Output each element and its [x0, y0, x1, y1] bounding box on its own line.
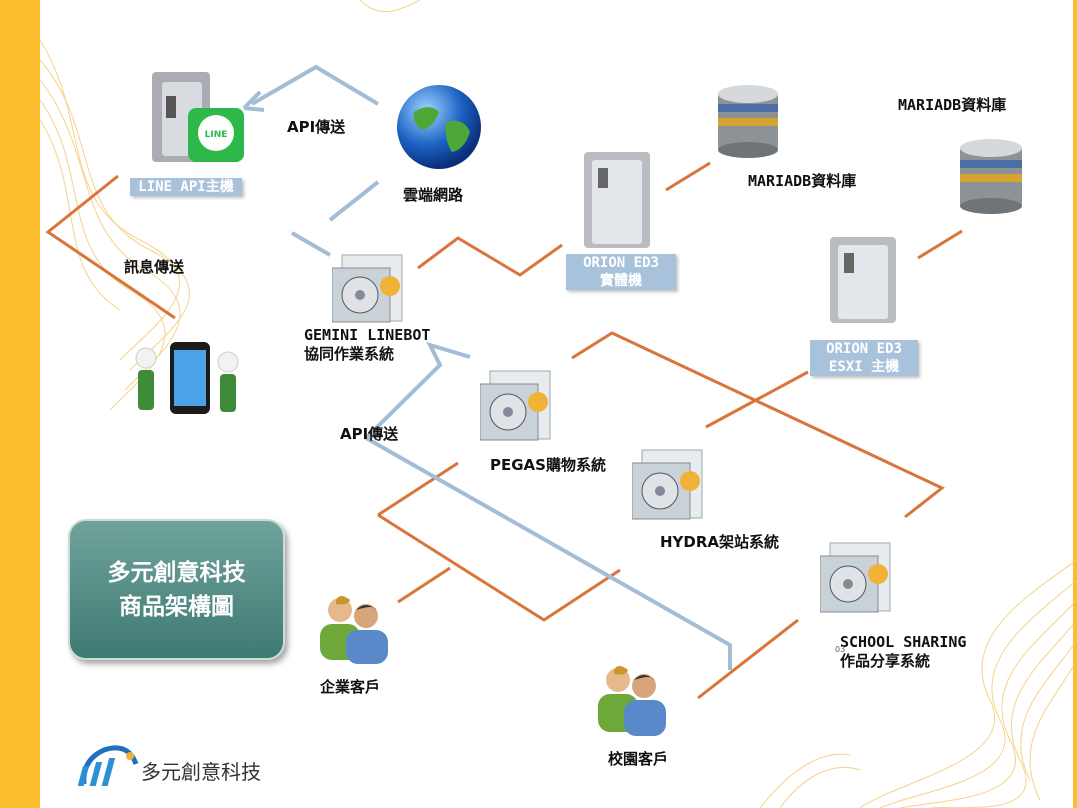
- school-label-line2: 作品分享系統: [840, 652, 931, 670]
- globe-icon: [394, 82, 484, 176]
- orion-esxi-server-icon: [830, 237, 900, 331]
- orion-physical-label-line1: ORION ED3: [583, 255, 659, 271]
- cloud-network-label: 雲端網路: [403, 186, 464, 204]
- message-send-label: 訊息傳送: [124, 258, 185, 276]
- title-line2: 商品架構圖: [119, 593, 234, 620]
- school-label-line1: SCHOOL SHARING: [840, 633, 967, 651]
- pegas-label: PEGAS購物系統: [490, 456, 606, 474]
- hydra-label: HYDRA架站系統: [660, 533, 780, 551]
- left-accent-bar: [0, 0, 40, 808]
- enterprise-client-icon: [314, 592, 394, 668]
- mobile-phone-with-people-icon: [128, 340, 248, 424]
- orion-physical-server-icon: [584, 152, 654, 256]
- campus-client-label: 校園客戶: [608, 750, 669, 768]
- gemini-software-icon: [331, 250, 412, 329]
- orion-esxi-label: ORION ED3 ESXI 主機: [810, 340, 918, 376]
- line-api-host-label: LINE API主機: [130, 178, 242, 196]
- orion-physical-label: ORION ED3 實體機: [566, 254, 676, 290]
- orion-esxi-label-line2: ESXI 主機: [828, 359, 900, 375]
- campus-client-icon: [592, 662, 672, 742]
- line-api-server-icon: LINE: [152, 72, 244, 176]
- enterprise-client-label: 企業客戶: [320, 678, 381, 696]
- pegas-software-icon: [479, 366, 560, 448]
- logo-text: 多元創意科技: [141, 760, 261, 784]
- mariadb-label-1: MARIADB資料庫: [748, 172, 857, 190]
- right-accent-bar: [1073, 0, 1077, 808]
- orion-physical-label-line2: 實體機: [600, 273, 642, 289]
- slide-number: 03: [835, 645, 846, 654]
- hydra-software-icon: [631, 445, 712, 527]
- database-icon: [716, 82, 780, 164]
- orion-esxi-label-line1: ORION ED3: [826, 341, 902, 357]
- mariadb-label-2: MARIADB資料庫: [898, 96, 1007, 114]
- gemini-label-line1: GEMINI LINEBOT: [304, 326, 431, 344]
- school-sharing-software-icon: [819, 538, 900, 620]
- title-box: 多元創意科技 商品架構圖: [68, 519, 285, 660]
- gemini-label-line2: 協同作業系統: [304, 345, 395, 363]
- api-send-mid-label: API傳送: [340, 425, 399, 443]
- api-send-top-label: API傳送: [287, 118, 346, 136]
- database-icon: [958, 136, 1024, 220]
- title-line1: 多元創意科技: [107, 559, 246, 586]
- svg-text:LINE: LINE: [205, 130, 228, 140]
- company-logo-icon: [77, 740, 140, 794]
